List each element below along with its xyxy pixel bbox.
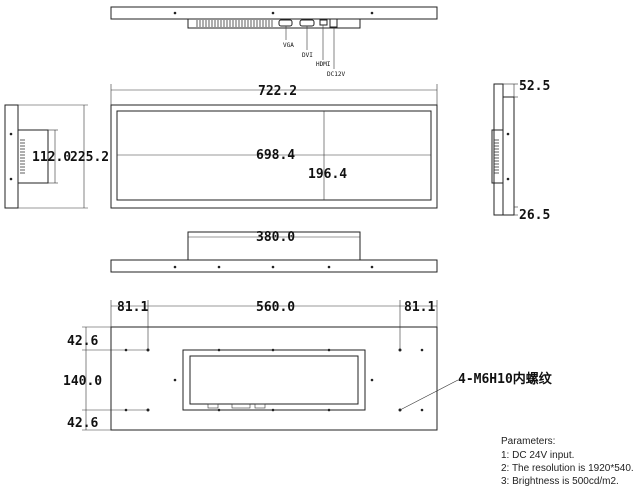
note-item-3: 3: Brightness is 500cd/m2. <box>501 476 619 487</box>
dim-bottom-bracket: 380.0 <box>256 230 295 245</box>
dim-hole-top: 42.6 <box>67 334 98 349</box>
dim-screen-width: 698.4 <box>256 148 295 163</box>
dim-screen-height: 196.4 <box>308 167 347 182</box>
thread-callout: 4-M6H10内螺纹 <box>458 371 553 387</box>
rear-view: 81.1 560.0 81.1 42.6 140.0 42.6 4-M6H10内… <box>63 300 553 431</box>
dim-hole-bottom: 42.6 <box>67 416 98 431</box>
notes-title: Parameters: <box>501 436 555 447</box>
note-item-2: 2: The resolution is 1920*540. <box>501 463 634 474</box>
dim-depth-bottom: 26.5 <box>519 208 550 223</box>
hdmi-label: HDMI <box>316 61 331 68</box>
parameter-notes: Parameters: 1: DC 24V input. 2: The reso… <box>501 436 634 487</box>
dim-hole-mid: 140.0 <box>63 374 102 389</box>
dim-side-mount-height: 112.0 <box>32 150 71 165</box>
top-view: VGA DVI HDMI DC12V <box>110 6 438 78</box>
vga-label: VGA <box>283 42 294 49</box>
dim-hole-right: 81.1 <box>404 300 435 315</box>
dim-depth-top: 52.5 <box>519 79 550 94</box>
dim-hole-left: 81.1 <box>117 300 148 315</box>
dim-overall-width: 722.2 <box>258 84 297 99</box>
bottom-view: 380.0 <box>110 230 438 273</box>
dc-label: DC12V <box>327 71 345 78</box>
dvi-label: DVI <box>302 52 313 59</box>
note-item-1: 1: DC 24V input. <box>501 450 574 461</box>
left-side-view: 112.0 225.2 <box>4 104 109 209</box>
dim-overall-height: 225.2 <box>70 150 109 165</box>
dim-hole-center: 560.0 <box>256 300 295 315</box>
front-view: 722.2 698.4 196.4 <box>110 84 438 209</box>
right-side-view: 52.5 26.5 <box>491 79 550 223</box>
